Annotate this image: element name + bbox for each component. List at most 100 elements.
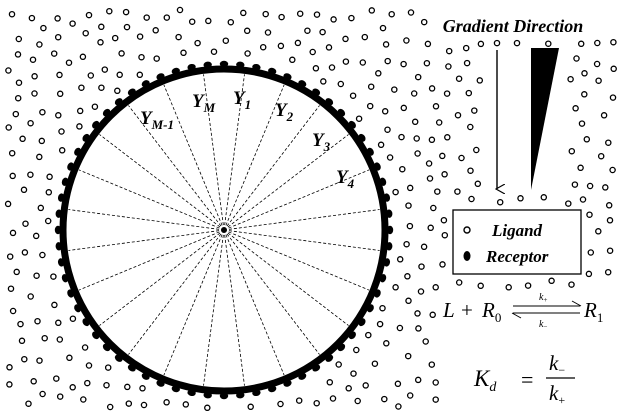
ligand [328,64,336,71]
ligand [31,73,38,80]
ligand [264,29,272,36]
ligand [398,133,405,141]
ligand [420,18,428,26]
receptor [268,385,277,393]
receptor [187,389,196,397]
ligand [78,84,85,91]
ligand [18,337,26,345]
receptor [55,242,63,251]
ligand [392,188,399,196]
ligand [432,284,439,291]
receptor [127,364,136,372]
ligand [14,51,22,58]
ligand [36,153,43,161]
ligand [204,404,211,412]
receptor [385,242,393,251]
ligand [565,200,572,207]
reaction-r0: R0 [481,298,501,325]
ligand [473,146,480,154]
ligand [244,50,251,57]
sector-line [68,229,225,251]
ligand [349,92,357,99]
ligand [55,112,62,119]
receptor [385,209,393,218]
receptor [379,177,387,186]
ligand [309,48,316,56]
ligand [32,232,40,240]
sector-line [128,229,225,355]
receptor [379,274,387,283]
ligand [430,204,437,212]
ligand [585,270,593,278]
ligand [76,107,84,115]
receptor [57,193,65,202]
ligand [445,63,452,70]
ligand [384,57,391,65]
ligand [377,141,385,149]
ligand [56,90,64,98]
ligand [367,83,375,90]
ligand [58,147,66,154]
ligand [395,403,402,410]
receptor [386,225,394,235]
ligand [572,105,579,112]
ligand [361,33,369,41]
ligand [517,195,524,202]
ligand [429,311,436,319]
receptor [298,372,307,380]
ligand [428,85,436,92]
receptor [325,354,334,362]
ligand [571,181,579,188]
dissociation-equation: Kd = k− k+ [473,351,575,407]
ligand [411,118,419,126]
receptor [358,318,366,327]
ligand [180,49,187,57]
receptor [67,289,74,298]
ligand [337,80,345,88]
ligand [304,27,311,34]
receptor [141,372,150,380]
ligand [383,340,390,347]
ligand [163,14,171,21]
ligand [379,304,386,312]
ligand [493,39,501,47]
receptor [141,80,150,88]
ligand [15,79,23,86]
ligand [38,137,46,145]
ligand [6,381,13,388]
ligand [540,194,548,201]
ligand [335,361,342,368]
receptor [82,318,90,327]
ligand [106,403,114,411]
sector-line [223,105,320,231]
ligand [14,94,22,102]
ligand [610,38,617,46]
ligand [423,59,431,67]
ligand [54,33,62,41]
ligand [278,13,285,21]
receptor [366,147,374,156]
sector-line [223,229,285,376]
ligand [5,67,12,74]
ligand [454,111,462,119]
ligand [376,320,384,328]
ligand [455,75,463,82]
sector-line [203,74,225,231]
ligand [139,385,146,392]
ligand [84,379,91,387]
ligand [455,279,463,286]
ligand [468,195,475,203]
receptor [55,209,63,218]
ligand [597,152,605,160]
ligand [40,24,47,32]
rate-k-minus: k− [539,319,547,331]
ligand [474,180,482,188]
sector-line [223,209,380,231]
ligand [381,108,389,115]
ligand [247,403,254,411]
sector-line [223,169,370,231]
receptor [337,108,346,117]
receptor [348,331,356,340]
sector-line [99,134,225,231]
ligand [404,273,411,280]
